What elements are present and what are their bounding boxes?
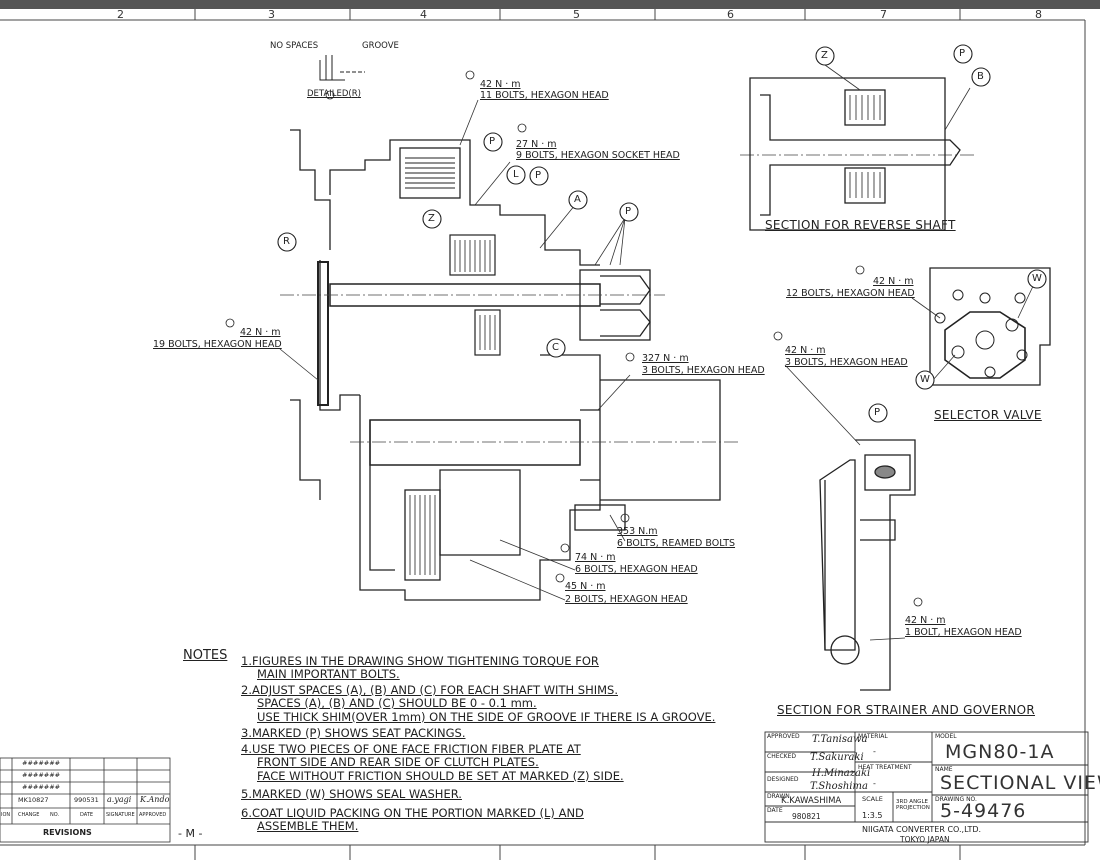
tb-checked-label: CHECKED xyxy=(767,753,797,760)
revision-approved: K.Ando xyxy=(140,795,170,804)
column-number: 7 xyxy=(880,8,887,21)
tb-location: TOKYO JAPAN xyxy=(900,835,950,844)
reverse-shaft-section xyxy=(749,77,961,231)
revision-date: 990531 xyxy=(74,796,99,804)
callout-circles xyxy=(277,44,1047,423)
main-gearbox-section xyxy=(290,129,721,601)
note-line: 1.FIGURES IN THE DRAWING SHOW TIGHTENING… xyxy=(241,654,599,668)
revision-header: DATE xyxy=(80,812,94,818)
tb-heat-label: HEAT TREATMENT xyxy=(858,764,912,771)
note-line: USE THICK SHIM(OVER 1mm) ON THE SIDE OF … xyxy=(257,710,716,724)
tb-material-label: MATERIAL xyxy=(858,733,888,740)
tb-drawn-by: K.KAWASHIMA xyxy=(781,796,842,806)
revision-header: ION xyxy=(1,812,11,818)
tb-date-label: DATE xyxy=(767,807,783,814)
section-title-selector-valve: SELECTOR VALVE xyxy=(934,408,1042,422)
note-line: 5.MARKED (W) SHOWS SEAL WASHER. xyxy=(241,787,462,801)
leader-lines xyxy=(279,64,1036,641)
callout-z: Z xyxy=(821,50,828,61)
detail-groove-label: GROOVE xyxy=(362,41,399,51)
tb-signature: T.Sakuraki xyxy=(810,752,864,763)
tb-scale-label: SCALE xyxy=(862,795,883,803)
sheet-mark: - M - xyxy=(178,827,203,840)
top-border-band xyxy=(0,0,1100,9)
callout-z: Z xyxy=(428,213,435,224)
column-number: 6 xyxy=(727,8,734,21)
tb-material-value: - xyxy=(873,747,876,756)
section-title-strainer-governor: SECTION FOR STRAINER AND GOVERNOR xyxy=(777,703,1036,717)
revision-header: NO. xyxy=(50,812,60,818)
revision-signature: a.yagi xyxy=(107,795,132,804)
notes-heading: NOTES xyxy=(183,648,228,663)
title-block-grid xyxy=(764,731,1089,843)
note-line: 4.USE TWO PIECES OF ONE FACE FRICTION FI… xyxy=(241,742,581,756)
center-lines xyxy=(280,154,975,443)
detail-no-spaces-label: NO SPACES xyxy=(270,41,319,51)
tb-signature: H.Minazaki xyxy=(812,768,871,779)
detail-r-sketch xyxy=(319,55,365,81)
callout-p: P xyxy=(489,136,496,147)
tb-company: NIIGATA CONVERTER CO.,LTD. xyxy=(862,825,982,834)
revision-header: SIGNATURE xyxy=(106,812,135,818)
column-number: 8 xyxy=(1035,8,1042,21)
torque-markers xyxy=(225,70,923,607)
column-number: 2 xyxy=(117,8,124,21)
tb-approved-label: APPROVED xyxy=(767,733,800,740)
note-line: 2.ADJUST SPACES (A), (B) AND (C) FOR EAC… xyxy=(241,683,618,697)
callout-p: P xyxy=(535,170,542,181)
tb-drawing-no-label: DRAWING NO. xyxy=(935,796,977,803)
note-line: SPACES (A), (B) AND (C) SHOULD BE 0 - 0.… xyxy=(257,696,537,710)
column-number: 4 xyxy=(420,8,427,21)
note-line: MAIN IMPORTANT BOLTS. xyxy=(257,667,400,681)
tb-scale-value: 1:3.5 xyxy=(862,811,883,820)
column-number: 5 xyxy=(573,8,580,21)
callout-a: A xyxy=(574,194,581,205)
revisions-title: REVISIONS xyxy=(43,828,92,837)
zone-ticks xyxy=(194,9,961,860)
tb-drawing-no-value: 5-49476 xyxy=(940,800,1027,822)
revision-row: ####### xyxy=(22,759,61,767)
note-line: 6.COAT LIQUID PACKING ON THE PORTION MAR… xyxy=(241,806,584,820)
revision-row: ####### xyxy=(22,771,61,779)
tb-name-value: SECTIONAL VIEW xyxy=(940,772,1100,794)
tb-model-value: MGN80-1A xyxy=(945,741,1055,763)
revision-header: APPROVED xyxy=(139,812,167,818)
tb-designed-label: DESIGNED xyxy=(767,776,799,783)
tb-signature: T.Tanisawa xyxy=(812,734,868,745)
section-title-reverse-shaft: SECTION FOR REVERSE SHAFT xyxy=(765,218,956,232)
tb-name-label: NAME xyxy=(935,766,953,773)
tb-projection: 3RD ANGLE PROJECTION xyxy=(896,799,930,812)
callout-w: W xyxy=(920,374,930,385)
callout-c: C xyxy=(552,342,559,353)
column-number: 3 xyxy=(268,8,275,21)
callout-r: R xyxy=(283,236,290,247)
tb-date-value: 980821 xyxy=(792,812,821,821)
callout-w: W xyxy=(1032,273,1042,284)
callout-l: L xyxy=(513,169,519,180)
callout-b: B xyxy=(977,71,984,82)
tb-heat-value: - xyxy=(873,779,876,788)
revision-header: CHANGE xyxy=(18,812,40,818)
note-line: 3.MARKED (P) SHOWS SEAT PACKINGS. xyxy=(241,726,466,740)
note-line: FRONT SIDE AND REAR SIDE OF CLUTCH PLATE… xyxy=(257,755,539,769)
note-line: ASSEMBLE THEM. xyxy=(257,819,359,833)
revision-row: ####### xyxy=(22,783,61,791)
revisions-grid xyxy=(0,757,171,843)
revision-change: MK10827 xyxy=(18,796,49,804)
callout-p: P xyxy=(959,48,966,59)
tb-drawn-label: DRAWN xyxy=(767,793,790,800)
callout-p: P xyxy=(625,206,632,217)
callout-p: P xyxy=(874,407,881,418)
detailed-r-label: DETAILED(R) xyxy=(307,89,361,99)
note-line: FACE WITHOUT FRICTION SHOULD BE SET AT M… xyxy=(257,769,624,783)
tb-signature: T.Shoshima xyxy=(810,781,868,792)
tb-model-label: MODEL xyxy=(935,733,957,740)
strainer-governor-section xyxy=(819,439,916,691)
